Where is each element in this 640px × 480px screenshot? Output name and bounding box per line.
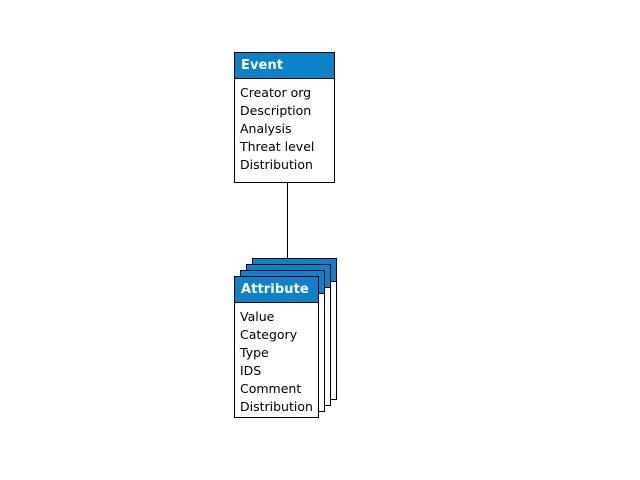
entity-attribute-row: Value: [240, 309, 275, 324]
entity-attribute[interactable]: Attribute Value Category Type IDS Commen…: [234, 276, 319, 418]
entity-attribute-row: Comment: [240, 381, 302, 396]
entity-event[interactable]: Event Creator org Description Analysis T…: [234, 52, 335, 183]
entity-attribute-title: Attribute: [235, 277, 318, 303]
entity-attribute-row: Description: [240, 103, 312, 118]
entity-attribute-attribute-list: Value Category Type IDS Comment Distribu…: [235, 303, 318, 420]
entity-attribute-stack: Attribute Value Category Type IDS Commen…: [234, 258, 354, 420]
entity-attribute-row: Creator org: [240, 85, 312, 100]
entity-attribute-row: IDS: [240, 363, 262, 378]
entity-attribute-row: Category: [240, 327, 298, 342]
connector-event-to-attribute: [287, 183, 288, 259]
entity-event-title: Event: [235, 53, 334, 79]
entity-attribute-row: Threat level: [240, 139, 315, 154]
entity-attribute-row: Distribution: [240, 157, 313, 172]
entity-event-attribute-list: Creator org Description Analysis Threat …: [235, 79, 334, 182]
entity-attribute-row: Analysis: [240, 121, 292, 136]
entity-attribute-row: Type: [240, 345, 269, 360]
entity-attribute-row: Distribution: [240, 399, 313, 414]
